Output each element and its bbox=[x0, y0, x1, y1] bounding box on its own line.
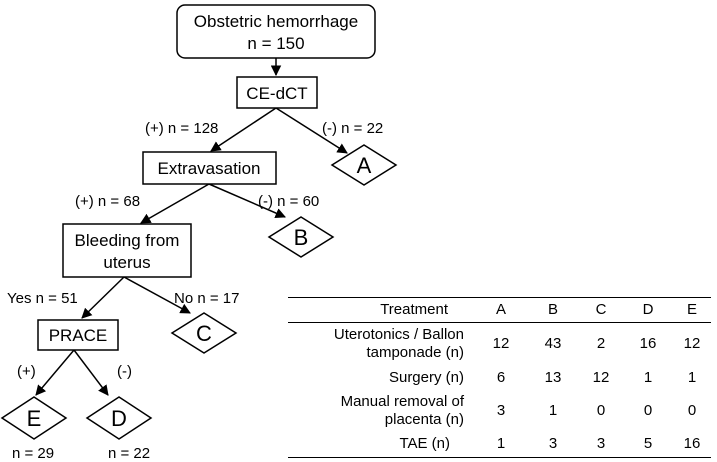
table-row: TAE (n) 1 3 3 5 16 bbox=[288, 433, 711, 455]
uterus-line1: Bleeding from bbox=[75, 231, 180, 250]
group-e-count: n = 29 bbox=[12, 445, 54, 462]
edge-extravasation-to-b bbox=[208, 183, 286, 219]
group-e-label: E bbox=[27, 406, 42, 431]
cell-e: 0 bbox=[687, 402, 697, 419]
cell-c: 12 bbox=[592, 369, 610, 386]
cell-d: 1 bbox=[643, 369, 653, 386]
cell-a: 12 bbox=[492, 335, 510, 352]
edge-cedct-to-a bbox=[275, 107, 348, 154]
header-col-d: D bbox=[642, 301, 654, 318]
edge-label-uterus-no: No n = 17 bbox=[174, 290, 239, 307]
header-col-b: B bbox=[547, 301, 558, 318]
cell-c: 0 bbox=[596, 402, 606, 419]
cell-b: 13 bbox=[544, 369, 562, 386]
group-a-label: A bbox=[357, 153, 372, 178]
cell-b: 3 bbox=[548, 435, 558, 452]
root-count: n = 150 bbox=[247, 34, 304, 53]
node-group-e: E bbox=[0, 396, 68, 440]
edge-prace-to-e bbox=[35, 349, 75, 396]
row-name: Surgery (n) bbox=[388, 369, 464, 386]
table-row: Surgery (n) 6 13 12 1 1 bbox=[288, 367, 711, 389]
node-prace: PRACE bbox=[37, 319, 119, 351]
edge-cedct-to-extravasation bbox=[210, 107, 277, 152]
cell-a: 6 bbox=[496, 369, 506, 386]
edge-label-extrav-pos: (+) n = 68 bbox=[75, 193, 140, 210]
cell-d: 16 bbox=[639, 335, 657, 352]
node-group-b: B bbox=[267, 216, 335, 258]
node-extravasation: Extravasation bbox=[142, 151, 277, 185]
table-rule-bottom bbox=[288, 457, 711, 458]
cell-c: 2 bbox=[596, 335, 606, 352]
cell-b: 43 bbox=[544, 335, 562, 352]
group-c-label: C bbox=[196, 321, 212, 346]
edge-label-extrav-neg: (-) n = 60 bbox=[258, 193, 319, 210]
edge-prace-to-d bbox=[73, 349, 109, 396]
treatment-table: Treatment A B C D E Uterotonics / Ballon… bbox=[288, 297, 711, 459]
cedct-label: CE-dCT bbox=[246, 84, 307, 103]
edge-uterus-to-prace bbox=[81, 276, 125, 319]
cell-a: 1 bbox=[496, 435, 506, 452]
edge-uterus-to-c bbox=[123, 276, 191, 314]
node-group-d: D bbox=[85, 396, 153, 440]
node-group-a: A bbox=[330, 144, 398, 186]
header-col-e: E bbox=[686, 301, 697, 318]
cell-d: 0 bbox=[643, 402, 653, 419]
edge-label-uterus-yes: Yes n = 51 bbox=[7, 290, 78, 307]
prace-label: PRACE bbox=[49, 326, 108, 345]
cell-e: 16 bbox=[683, 435, 701, 452]
table-rule-header bbox=[288, 322, 711, 323]
edge-label-prace-neg: (-) bbox=[117, 363, 132, 380]
cell-b: 1 bbox=[548, 402, 558, 419]
node-obstetric-hemorrhage: Obstetric hemorrhage n = 150 bbox=[176, 4, 376, 59]
edge-label-cedct-neg: (-) n = 22 bbox=[322, 120, 383, 137]
header-col-a: A bbox=[495, 301, 506, 318]
node-bleeding-from-uterus: Bleeding from uterus bbox=[62, 223, 192, 278]
root-title: Obstetric hemorrhage bbox=[194, 12, 358, 31]
cell-e: 12 bbox=[683, 335, 701, 352]
edge-label-prace-pos: (+) bbox=[17, 363, 36, 380]
header-col-c: C bbox=[595, 301, 607, 318]
row-name: TAE (n) bbox=[399, 435, 450, 452]
node-group-c: C bbox=[170, 312, 238, 354]
node-ce-dct: CE-dCT bbox=[236, 76, 318, 109]
cell-a: 3 bbox=[496, 402, 506, 419]
group-d-count: n = 22 bbox=[108, 445, 150, 462]
group-b-label: B bbox=[294, 225, 309, 250]
cell-c: 3 bbox=[596, 435, 606, 452]
edge-extravasation-to-uterus bbox=[140, 183, 210, 224]
cell-e: 1 bbox=[687, 369, 697, 386]
header-treatment: Treatment bbox=[380, 301, 448, 318]
extravasation-label: Extravasation bbox=[158, 159, 261, 178]
edge-label-cedct-pos: (+) n = 128 bbox=[145, 120, 218, 137]
table-rule-top bbox=[288, 297, 711, 298]
cell-d: 5 bbox=[643, 435, 653, 452]
group-d-label: D bbox=[111, 406, 127, 431]
uterus-line2: uterus bbox=[103, 253, 150, 272]
table-header-row: Treatment A B C D E bbox=[288, 298, 711, 322]
